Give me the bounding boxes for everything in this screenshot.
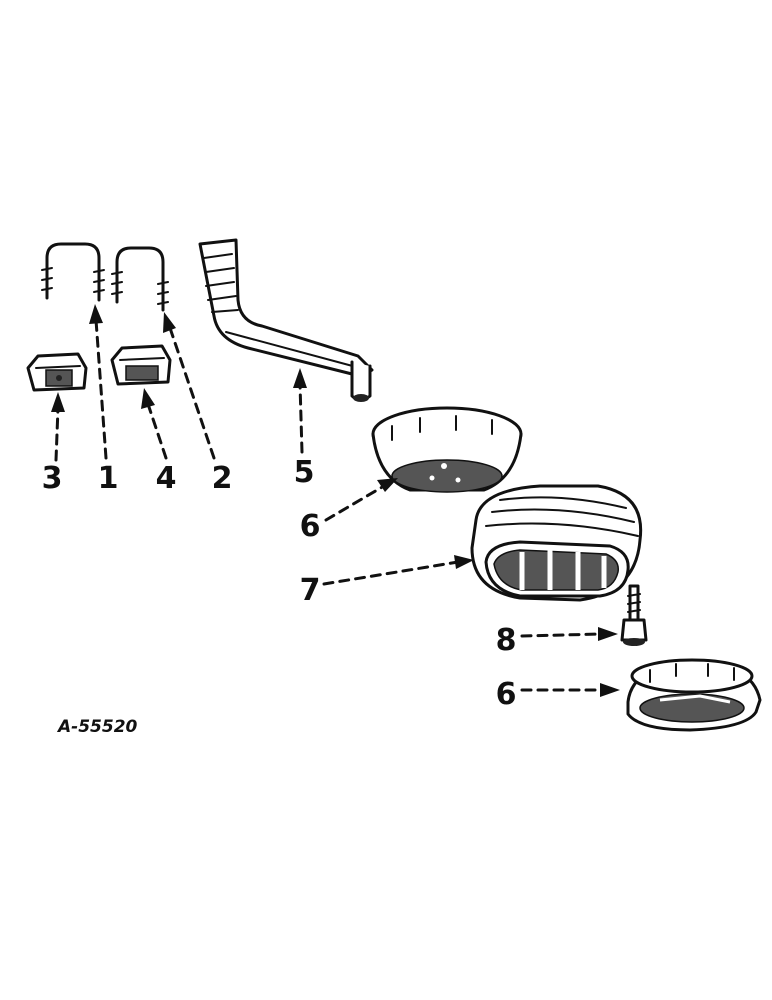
leader-line-6-upper — [324, 478, 398, 522]
callout-8: 8 — [496, 623, 517, 658]
callout-4: 4 — [156, 461, 177, 496]
wheel-hub-half-6-upper — [371, 406, 523, 493]
leader-line-1 — [89, 304, 108, 460]
tire-7 — [470, 484, 643, 602]
leader-line-5 — [293, 368, 307, 454]
u-bolt-1 — [41, 242, 105, 302]
callout-5: 5 — [294, 455, 315, 490]
clamp-plate-4 — [110, 344, 172, 386]
leader-line-2 — [163, 312, 216, 460]
callout-6-upper: 6 — [300, 509, 321, 544]
leader-line-4 — [141, 388, 168, 460]
leader-line-8 — [520, 627, 618, 641]
figure-reference-code: A-55520 — [56, 717, 138, 737]
callout-1: 1 — [98, 461, 119, 496]
u-bolt-2 — [111, 246, 169, 312]
leader-line-7 — [322, 555, 474, 586]
caster-arm-5 — [198, 238, 374, 402]
clamp-plate-3 — [26, 352, 88, 392]
pin-8 — [620, 584, 648, 646]
callout-7: 7 — [300, 573, 321, 608]
leader-line-6-lower — [520, 683, 620, 697]
wheel-hub-half-6-lower — [626, 658, 762, 732]
callout-6-lower: 6 — [496, 677, 517, 712]
leader-line-3 — [51, 392, 65, 462]
callout-3: 3 — [42, 461, 63, 496]
callout-2: 2 — [212, 461, 233, 496]
